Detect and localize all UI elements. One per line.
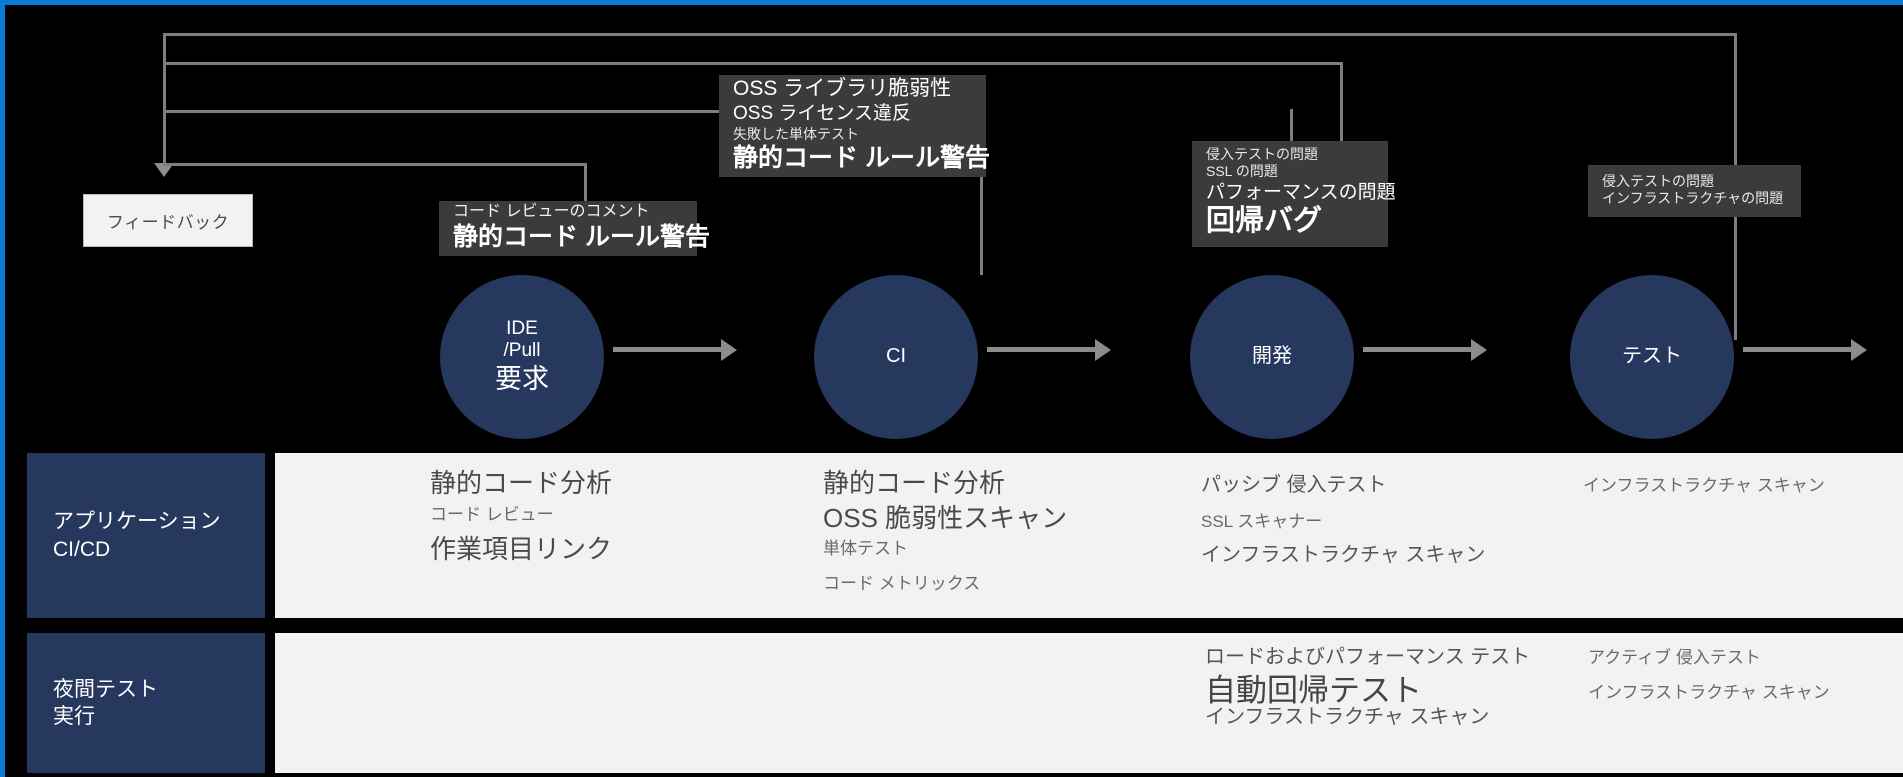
flow-line-1 [613, 347, 723, 352]
lane-item: OSS 脆弱性スキャン [823, 502, 1068, 533]
feedback-drop-ide [584, 163, 587, 201]
flow-line-2 [987, 347, 1097, 352]
lane-cell-application-ci: 静的コード分析 OSS 脆弱性スキャン 単体テスト コード メトリックス [823, 467, 1067, 595]
tooltip-line: 静的コード ルール警告 [453, 222, 710, 251]
stem-test [1734, 165, 1737, 340]
feedback-label: フィードバック [106, 213, 230, 232]
tooltip-line: インフラストラクチャの問題 [1602, 190, 1784, 206]
lane-item: 自動回帰テスト [1205, 673, 1422, 708]
lane-label-line2: CI/CD [53, 537, 111, 561]
ci-tooltip[interactable]: OSS ライブラリ脆弱性 OSS ライセンス違反 失敗した単体テスト 静的コード… [719, 75, 990, 177]
lane-cell-application-test: インフラストラクチャ スキャン [1583, 475, 1825, 496]
feedback-line-ide [163, 163, 587, 166]
lane-body-nightly-test-run [275, 633, 1903, 773]
tooltip-line: パフォーマンスの問題 [1206, 181, 1396, 203]
flow-line-3 [1363, 347, 1473, 352]
lane-item: インフラストラクチャ スキャン [1201, 544, 1486, 567]
flow-arrow-1-icon [721, 339, 737, 361]
lane-item: SSL スキャナー [1201, 512, 1323, 531]
flow-arrow-4-icon [1851, 339, 1867, 361]
lane-cell-application-ide-pull: 静的コード分析 コード レビュー 作業項目リンク [430, 467, 612, 565]
lane-item: アクティブ 侵入テスト [1588, 648, 1761, 667]
flow-arrow-3-icon [1471, 339, 1487, 361]
lane-item: 作業項目リンク [430, 533, 613, 564]
lane-item: インフラストラクチャ スキャン [1588, 683, 1830, 703]
lane-item: パッシブ 侵入テスト [1201, 474, 1387, 496]
tooltip-line: 静的コード ルール警告 [733, 143, 990, 172]
feedback-trunk-line [163, 33, 166, 168]
stage-label-line1: CI [886, 345, 906, 368]
tooltip-line: 回帰バグ [1206, 205, 1323, 238]
feedback-arrow-icon [154, 163, 174, 177]
stage-circle-ide-pull[interactable]: IDE /Pull 要求 [440, 275, 604, 439]
lane-label-application-cicd: アプリケーション CI/CD [27, 453, 265, 618]
stage-label-line3: 要求 [495, 364, 549, 395]
feedback-drop-test [1734, 33, 1737, 198]
feedback-drop-dev [1340, 62, 1343, 142]
lane-label-line1: アプリケーション [53, 510, 221, 534]
lane-item: コード レビュー [430, 504, 554, 524]
lane-item: ロードおよびパフォーマンス テスト [1205, 646, 1531, 668]
lane-item: 単体テスト [823, 539, 908, 558]
lane-item: 静的コード分析 [823, 468, 1006, 498]
stage-circle-ci[interactable]: CI [814, 275, 978, 439]
lane-label-nightly-test-run: 夜間テスト 実行 [27, 633, 265, 773]
tooltip-line: SSL の問題 [1206, 163, 1278, 180]
tooltip-line: OSS ライブラリ脆弱性 [733, 77, 952, 101]
lane-label-line1: 夜間テスト [53, 677, 158, 701]
lane-cell-application-dev: パッシブ 侵入テスト SSL スキャナー インフラストラクチャ スキャン [1201, 473, 1485, 568]
stage-label-line1: 開発 [1252, 345, 1292, 368]
flow-arrow-2-icon [1095, 339, 1111, 361]
flow-line-4 [1743, 347, 1853, 352]
stage-circle-dev[interactable]: 開発 [1190, 275, 1354, 439]
ide-pull-tooltip[interactable]: コード レビューのコメント 静的コード ルール警告 [439, 201, 710, 256]
test-tooltip[interactable]: 侵入テストの問題 インフラストラクチャの問題 [1588, 165, 1801, 217]
tooltip-line: 侵入テストの問題 [1602, 172, 1714, 189]
tooltip-line: 失敗した単体テスト [733, 125, 859, 142]
lane-cell-nightly-test: アクティブ 侵入テスト インフラストラクチャ スキャン [1588, 647, 1830, 704]
tooltip-line: 侵入テストの問題 [1206, 145, 1318, 162]
lane-label-line2: 実行 [53, 705, 95, 728]
stage-label-line1: テスト [1622, 345, 1682, 368]
feedback-box[interactable]: フィードバック [83, 194, 253, 247]
tooltip-line: コード レビューのコメント [453, 203, 650, 221]
feedback-line-test [163, 33, 1737, 36]
stem-ci [980, 145, 983, 275]
lane-cell-nightly-dev: ロードおよびパフォーマンス テスト 自動回帰テスト インフラストラクチャ スキャ… [1205, 645, 1530, 730]
stage-circle-test[interactable]: テスト [1570, 275, 1734, 439]
feedback-line-dev [163, 62, 1343, 65]
lane-item: コード メトリックス [823, 574, 981, 594]
feedback-line-ci [163, 110, 723, 113]
lane-item: インフラストラクチャ スキャン [1583, 476, 1825, 495]
tooltip-line: OSS ライセンス違反 [733, 103, 912, 125]
stage-label-line2: /Pull [503, 340, 541, 362]
stage-label-line1: IDE [506, 317, 538, 339]
lane-body-application-cicd [275, 453, 1903, 618]
dev-tooltip[interactable]: 侵入テストの問題 SSL の問題 パフォーマンスの問題 回帰バグ [1192, 141, 1396, 247]
lane-item: インフラストラクチャ スキャン [1205, 705, 1490, 728]
lane-item: 静的コード分析 [430, 468, 613, 498]
